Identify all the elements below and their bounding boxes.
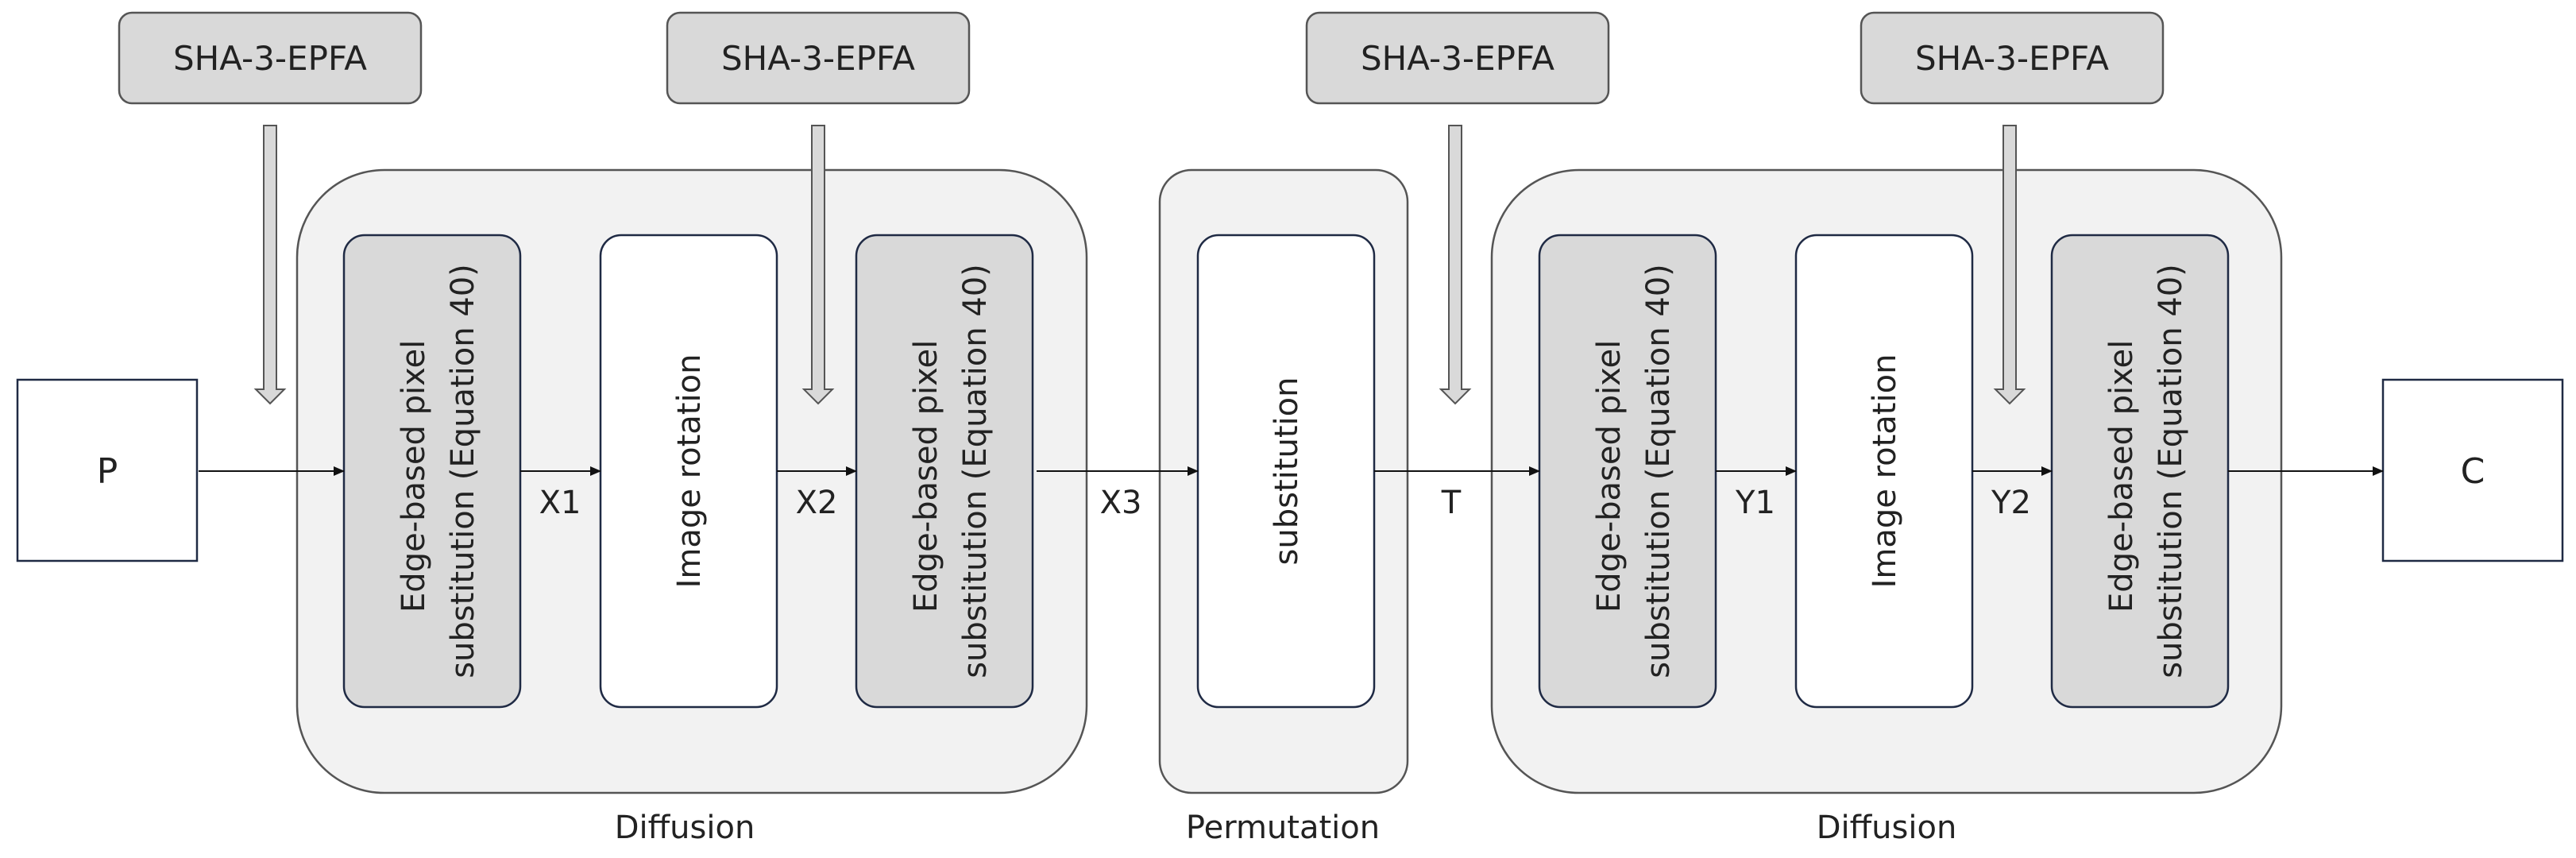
edge-substitution-label-1: Edge-based pixel substitution (Equation … — [396, 264, 481, 678]
hash-arrow-4 — [1993, 125, 2026, 405]
output-box: C — [2381, 378, 2564, 562]
diffusion-label-2: Diffusion — [1817, 810, 1957, 846]
edge-substitution-block-2: Edge-based pixel substitution (Equation … — [855, 234, 1034, 709]
hash-box-1: SHA-3-EPFA — [118, 11, 423, 105]
rotation-block-2: Image rotation — [1794, 234, 1974, 709]
edge-substitution-line-3a: Edge-based pixel — [1591, 340, 1628, 613]
edge-substitution-block-4: Edge-based pixel substitution (Equation … — [2050, 234, 2230, 709]
edge-substitution-label-3: Edge-based pixel substitution (Equation … — [1591, 264, 1677, 678]
input-box: P — [16, 378, 199, 562]
edge-substitution-line-1b: substitution (Equation 40) — [445, 264, 481, 678]
diffusion-label-1: Diffusion — [615, 810, 755, 846]
rotation-label-1: Image rotation — [671, 354, 708, 589]
substitution-block: substitution — [1196, 234, 1376, 709]
edge-substitution-line-4a: Edge-based pixel — [2103, 340, 2140, 613]
signal-y2: Y2 — [1991, 485, 2031, 521]
substitution-label: substitution — [1269, 377, 1305, 566]
edge-substitution-line-2b: substitution (Equation 40) — [957, 264, 994, 678]
hash-box-2: SHA-3-EPFA — [666, 11, 971, 105]
edge-substitution-label-4: Edge-based pixel substitution (Equation … — [2103, 264, 2189, 678]
hash-label-3: SHA-3-EPFA — [1361, 39, 1554, 78]
signal-y1: Y1 — [1735, 485, 1775, 521]
signal-x3: X3 — [1100, 485, 1142, 521]
hash-box-4: SHA-3-EPFA — [1860, 11, 2165, 105]
rotation-label-2: Image rotation — [1867, 354, 1903, 589]
edge-substitution-line-4b: substitution (Equation 40) — [2153, 264, 2189, 678]
edge-substitution-line-2a: Edge-based pixel — [908, 340, 944, 613]
hash-label-4: SHA-3-EPFA — [1915, 39, 2109, 78]
permutation-label: Permutation — [1186, 810, 1380, 846]
signal-x2: X2 — [796, 485, 838, 521]
hash-arrow-1 — [253, 125, 287, 405]
edge-substitution-line-3b: substitution (Equation 40) — [1640, 264, 1677, 678]
output-label: C — [2461, 451, 2485, 492]
edge-substitution-block-3: Edge-based pixel substitution (Equation … — [1538, 234, 1717, 709]
rotation-block-1: Image rotation — [599, 234, 778, 709]
input-label: P — [97, 451, 118, 492]
edge-substitution-line-1a: Edge-based pixel — [396, 340, 432, 613]
edge-substitution-label-2: Edge-based pixel substitution (Equation … — [908, 264, 994, 678]
signal-t: T — [1441, 485, 1462, 521]
signal-x1: X1 — [539, 485, 581, 521]
edge-substitution-block-1: Edge-based pixel substitution (Equation … — [342, 234, 522, 709]
hash-label-2: SHA-3-EPFA — [721, 39, 915, 78]
hash-label-1: SHA-3-EPFA — [173, 39, 367, 78]
hash-arrow-3 — [1439, 125, 1472, 405]
hash-box-3: SHA-3-EPFA — [1305, 11, 1610, 105]
hash-arrow-2 — [801, 125, 835, 405]
